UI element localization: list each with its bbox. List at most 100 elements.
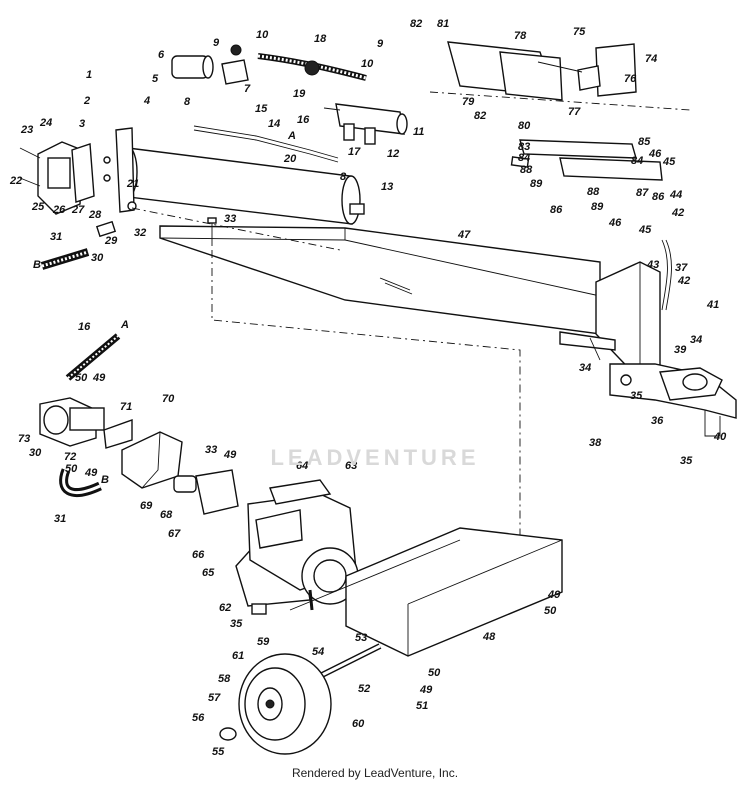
callout-49: 49 [419, 684, 433, 696]
callout-10: 10 [256, 29, 269, 41]
callout-6: 6 [158, 49, 165, 61]
callout-44: 44 [669, 189, 682, 201]
callout-75: 75 [573, 26, 586, 38]
callout-89: 89 [530, 178, 543, 190]
callout-46: 46 [648, 148, 662, 160]
engine [235, 479, 359, 615]
callout-30: 30 [29, 447, 42, 459]
callout-74: 74 [645, 53, 657, 65]
callout-35: 35 [630, 390, 643, 402]
callout-79: 79 [462, 96, 475, 108]
callout-86: 86 [652, 191, 665, 203]
callout-56: 56 [192, 712, 205, 724]
callout-2: 2 [83, 95, 90, 107]
callout-60: 60 [352, 718, 365, 730]
callout-81: 81 [437, 18, 449, 30]
callout-16: 16 [297, 114, 310, 126]
callout-38: 38 [589, 437, 602, 449]
callout-43: 43 [646, 259, 659, 271]
hydraulic-pump [39, 397, 133, 449]
callout-9: 9 [213, 37, 220, 49]
callout-67: 67 [168, 528, 181, 540]
callout-13: 13 [381, 181, 393, 193]
callout-73: 73 [18, 433, 30, 445]
hose-31 [59, 468, 102, 498]
callout-28: 28 [88, 209, 102, 221]
callout-72: 72 [64, 451, 76, 463]
control-valve [323, 103, 408, 145]
callout-34: 34 [690, 334, 702, 346]
callout-27: 27 [71, 204, 85, 216]
callout-66: 66 [192, 549, 205, 561]
suction-hose-top [40, 220, 117, 270]
callout-68: 68 [160, 509, 173, 521]
callout-1: 1 [86, 69, 92, 81]
callout-16: 16 [78, 321, 91, 333]
callout-45: 45 [638, 224, 652, 236]
callout-87: 87 [636, 187, 649, 199]
callout-84: 84 [518, 152, 530, 164]
callout-18: 18 [314, 33, 327, 45]
hitch-coupler [609, 363, 737, 437]
hydraulic-cylinder [103, 127, 365, 225]
callout-3: 3 [79, 118, 85, 130]
callout-45: 45 [662, 156, 676, 168]
mount-brackets [429, 41, 691, 181]
callout-A: A [287, 130, 296, 142]
callout-48: 48 [482, 631, 496, 643]
pump-mount-plate [195, 469, 239, 515]
callout-50: 50 [544, 605, 557, 617]
callout-A: A [120, 319, 129, 331]
callout-8: 8 [340, 171, 347, 183]
callout-55: 55 [212, 746, 225, 758]
callout-29: 29 [104, 235, 118, 247]
hydraulic-tube [193, 125, 339, 159]
callout-63: 63 [345, 460, 357, 472]
callout-17: 17 [348, 146, 361, 158]
callout-80: 80 [518, 120, 531, 132]
callout-89: 89 [591, 201, 604, 213]
callout-20: 20 [283, 153, 297, 165]
callout-9: 9 [377, 38, 384, 50]
callout-50: 50 [428, 667, 441, 679]
callout-39: 39 [674, 344, 687, 356]
callout-35: 35 [680, 455, 693, 467]
callout-83: 83 [518, 141, 530, 153]
callout-5: 5 [152, 73, 159, 85]
callout-23: 23 [20, 124, 33, 136]
callout-70: 70 [162, 393, 175, 405]
callout-12: 12 [387, 148, 399, 160]
callout-49: 49 [223, 449, 237, 461]
callout-61: 61 [232, 650, 244, 662]
callout-49: 49 [92, 372, 106, 384]
coupler [173, 475, 197, 493]
callout-41: 41 [706, 299, 719, 311]
wheel [219, 653, 332, 755]
callout-71: 71 [120, 401, 132, 413]
wedge-end [559, 261, 661, 381]
callout-88: 88 [520, 164, 533, 176]
callout-86: 86 [550, 204, 563, 216]
callout-49: 49 [547, 589, 561, 601]
callout-51: 51 [416, 700, 428, 712]
callout-76: 76 [624, 73, 637, 85]
callout-88: 88 [587, 186, 600, 198]
callout-35: 35 [230, 618, 243, 630]
callout-25: 25 [31, 201, 45, 213]
callout-37: 37 [675, 262, 688, 274]
callout-19: 19 [293, 88, 306, 100]
callout-36: 36 [651, 415, 664, 427]
callout-54: 54 [312, 646, 324, 658]
callout-32: 32 [134, 227, 146, 239]
callout-31: 31 [50, 231, 62, 243]
safety-chain [661, 239, 668, 311]
callout-82: 82 [410, 18, 422, 30]
callout-82: 82 [474, 110, 486, 122]
callout-21: 21 [126, 178, 139, 190]
callout-85: 85 [638, 136, 651, 148]
hose-16 [65, 333, 121, 381]
callout-50: 50 [75, 372, 88, 384]
return-hose [257, 53, 367, 81]
callout-69: 69 [140, 500, 153, 512]
